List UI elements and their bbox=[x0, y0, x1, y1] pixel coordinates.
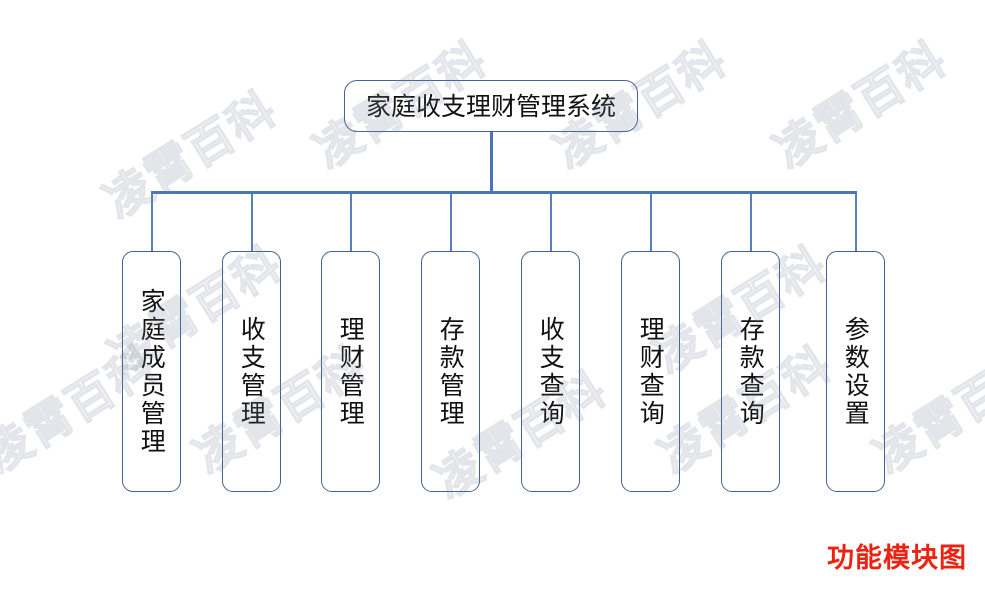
module-node-6[interactable]: 理财查询 bbox=[621, 251, 680, 492]
module-node-label: 理财管理 bbox=[336, 315, 366, 428]
drop-connector-4 bbox=[450, 194, 452, 251]
watermark-text: 凌霄百科 bbox=[94, 80, 287, 229]
figure-caption: 功能模块图 bbox=[827, 543, 967, 574]
drop-connector-7 bbox=[750, 194, 752, 251]
root-node-label: 家庭收支理财管理系统 bbox=[365, 91, 616, 121]
module-node-label: 家庭成员管理 bbox=[137, 287, 167, 456]
drop-connector-1 bbox=[151, 194, 153, 251]
module-node-3[interactable]: 理财管理 bbox=[321, 251, 380, 492]
module-node-label: 收支查询 bbox=[536, 315, 566, 428]
drop-connector-2 bbox=[251, 194, 253, 251]
watermark-text: 凌霄百科 bbox=[764, 30, 957, 179]
module-node-label: 存款管理 bbox=[436, 315, 466, 428]
drop-connector-3 bbox=[350, 194, 352, 251]
module-node-label: 理财查询 bbox=[636, 315, 666, 428]
module-node-label: 收支管理 bbox=[237, 315, 267, 428]
module-node-label: 存款查询 bbox=[736, 315, 766, 428]
root-node-system[interactable]: 家庭收支理财管理系统 bbox=[344, 80, 638, 132]
drop-connector-6 bbox=[650, 194, 652, 251]
module-node-2[interactable]: 收支管理 bbox=[222, 251, 281, 492]
module-node-8[interactable]: 参数设置 bbox=[826, 251, 885, 492]
root-stem-connector bbox=[490, 132, 493, 192]
module-node-7[interactable]: 存款查询 bbox=[721, 251, 780, 492]
module-node-4[interactable]: 存款管理 bbox=[421, 251, 480, 492]
drop-connector-5 bbox=[550, 194, 552, 251]
horizontal-bus-connector bbox=[151, 191, 857, 194]
module-node-label: 参数设置 bbox=[841, 315, 871, 428]
module-node-1[interactable]: 家庭成员管理 bbox=[122, 251, 181, 492]
module-node-5[interactable]: 收支查询 bbox=[521, 251, 580, 492]
drop-connector-8 bbox=[855, 194, 857, 251]
